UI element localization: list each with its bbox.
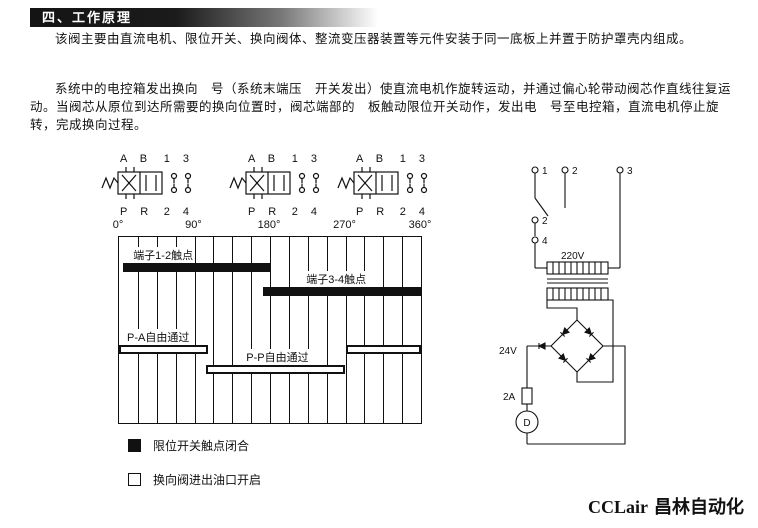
contact-4-label: 4	[542, 236, 548, 247]
degree-tick: 90°	[185, 219, 202, 231]
valve-top-ports: A B	[248, 153, 281, 165]
brand-name-en: CCLair	[588, 497, 648, 517]
legend-item-closed: 限位开关触点闭合	[128, 437, 261, 454]
brand-logo: CCLair 昌林自动化	[588, 493, 744, 519]
grid-line	[364, 237, 366, 423]
valve-bottom-labels: P R 2 4	[100, 205, 200, 219]
rectifier-circuit-diagram: 1 2 3 2 4 220V 24V 2A D	[499, 166, 633, 445]
valve-symbol-2: A B 1 3 P R 2 4	[228, 152, 328, 218]
contact-2-icon	[531, 216, 539, 224]
section-header: 四、工作原理	[30, 8, 378, 27]
diode-icon	[537, 342, 546, 350]
valve-bottom-terminals: 2 4	[399, 206, 430, 218]
transformer-icon	[546, 261, 609, 301]
section-title: 四、工作原理	[42, 10, 133, 25]
degree-tick: 360°	[408, 219, 432, 231]
terminal-1-icon	[531, 166, 539, 174]
valve-top-labels: A B 1 3	[336, 152, 436, 166]
bridge-rectifier-icon	[550, 319, 604, 373]
valve-bottom-labels: P R 2 4	[228, 205, 328, 219]
valve-top-labels: A B 1 3	[100, 152, 200, 166]
valve-bottom-terminals: 2 4	[291, 206, 322, 218]
grid-line	[307, 237, 309, 423]
degree-tick: 0°	[112, 219, 124, 231]
grid-line	[213, 237, 215, 423]
timing-bar-closed	[123, 263, 270, 272]
paragraph-2: 系统中的电控箱发出换向 号（系统末端压 开关发出）使直流电机作旋转运动，并通过偏…	[30, 82, 732, 132]
directional-valve-icon	[101, 167, 192, 199]
timing-bar-label: P-P自由通过	[244, 349, 311, 365]
timing-bar-open	[206, 365, 346, 374]
timing-bar-open	[119, 345, 208, 354]
valve-bottom-terminals: 2 4	[163, 206, 194, 218]
grid-line	[383, 237, 385, 423]
valve-bottom-ports: P R	[120, 206, 154, 218]
grid-line	[194, 237, 196, 423]
valve-top-ports: A B	[356, 153, 389, 165]
valve-symbol-3: A B 1 3 P R 2 4	[336, 152, 436, 218]
legend-label-closed: 限位开关触点闭合	[153, 439, 250, 453]
degree-tick: 180°	[257, 219, 281, 231]
grid-line	[232, 237, 234, 423]
legend: 限位开关触点闭合 换向阀进出油口开启	[128, 437, 261, 505]
fuse-rating-label: 2A	[503, 392, 516, 403]
terminal-2-label: 2	[572, 166, 578, 177]
fuse-icon	[521, 387, 533, 405]
valve-top-terminals: 1 3	[163, 153, 194, 165]
open-square-icon	[128, 473, 141, 486]
terminal-2-icon	[561, 166, 569, 174]
switch-blade-icon	[534, 197, 549, 217]
terminal-3-icon	[616, 166, 624, 174]
valve-symbol-1: A B 1 3 P R 2 4	[100, 152, 200, 218]
secondary-voltage-label: 24V	[499, 346, 517, 357]
grid-line	[288, 237, 290, 423]
grid-line	[270, 237, 271, 423]
valve-bottom-ports: P R	[356, 206, 390, 218]
valve-top-terminals: 1 3	[399, 153, 430, 165]
directional-valve-icon	[229, 167, 320, 199]
valve-bottom-labels: P R 2 4	[336, 205, 436, 219]
legend-label-open: 换向阀进出油口开启	[153, 473, 262, 487]
contact-2-label: 2	[542, 216, 548, 227]
filled-square-icon	[128, 439, 141, 452]
valve-top-labels: A B 1 3	[228, 152, 328, 166]
directional-valve-icon	[337, 167, 428, 199]
degree-axis: 0° 90° 180° 270° 360°	[113, 219, 432, 233]
terminal-1-label: 1	[542, 166, 548, 177]
valve-top-ports: A B	[120, 153, 153, 165]
timing-bar-label: P-A自由通过	[125, 329, 192, 345]
grid-line	[402, 237, 404, 423]
primary-voltage-label: 220V	[561, 251, 585, 262]
timing-bar-label: 端子1-2触点	[131, 247, 196, 263]
grid-line	[251, 237, 253, 423]
timing-bar-label: 端子3-4触点	[304, 271, 369, 287]
timing-bar-open	[345, 345, 421, 354]
brand-name-cn: 昌林自动化	[654, 497, 744, 517]
valve-top-terminals: 1 3	[291, 153, 322, 165]
grid-line	[345, 237, 347, 423]
terminal-3-label: 3	[627, 166, 633, 177]
grid-line	[326, 237, 328, 423]
motor-label: D	[523, 418, 530, 429]
contact-4-icon	[531, 236, 539, 244]
paragraph-1: 该阀主要由直流电机、限位开关、换向阀体、整流变压器装置等元件安装于同一底板上并置…	[55, 32, 693, 46]
legend-item-open: 换向阀进出油口开启	[128, 471, 261, 488]
timing-bar-closed	[263, 287, 421, 296]
valve-bottom-ports: P R	[248, 206, 282, 218]
degree-tick: 270°	[333, 219, 356, 231]
timing-grid: 端子1-2触点端子3-4触点 P-A自由通过 P-P自由通过	[118, 236, 422, 424]
